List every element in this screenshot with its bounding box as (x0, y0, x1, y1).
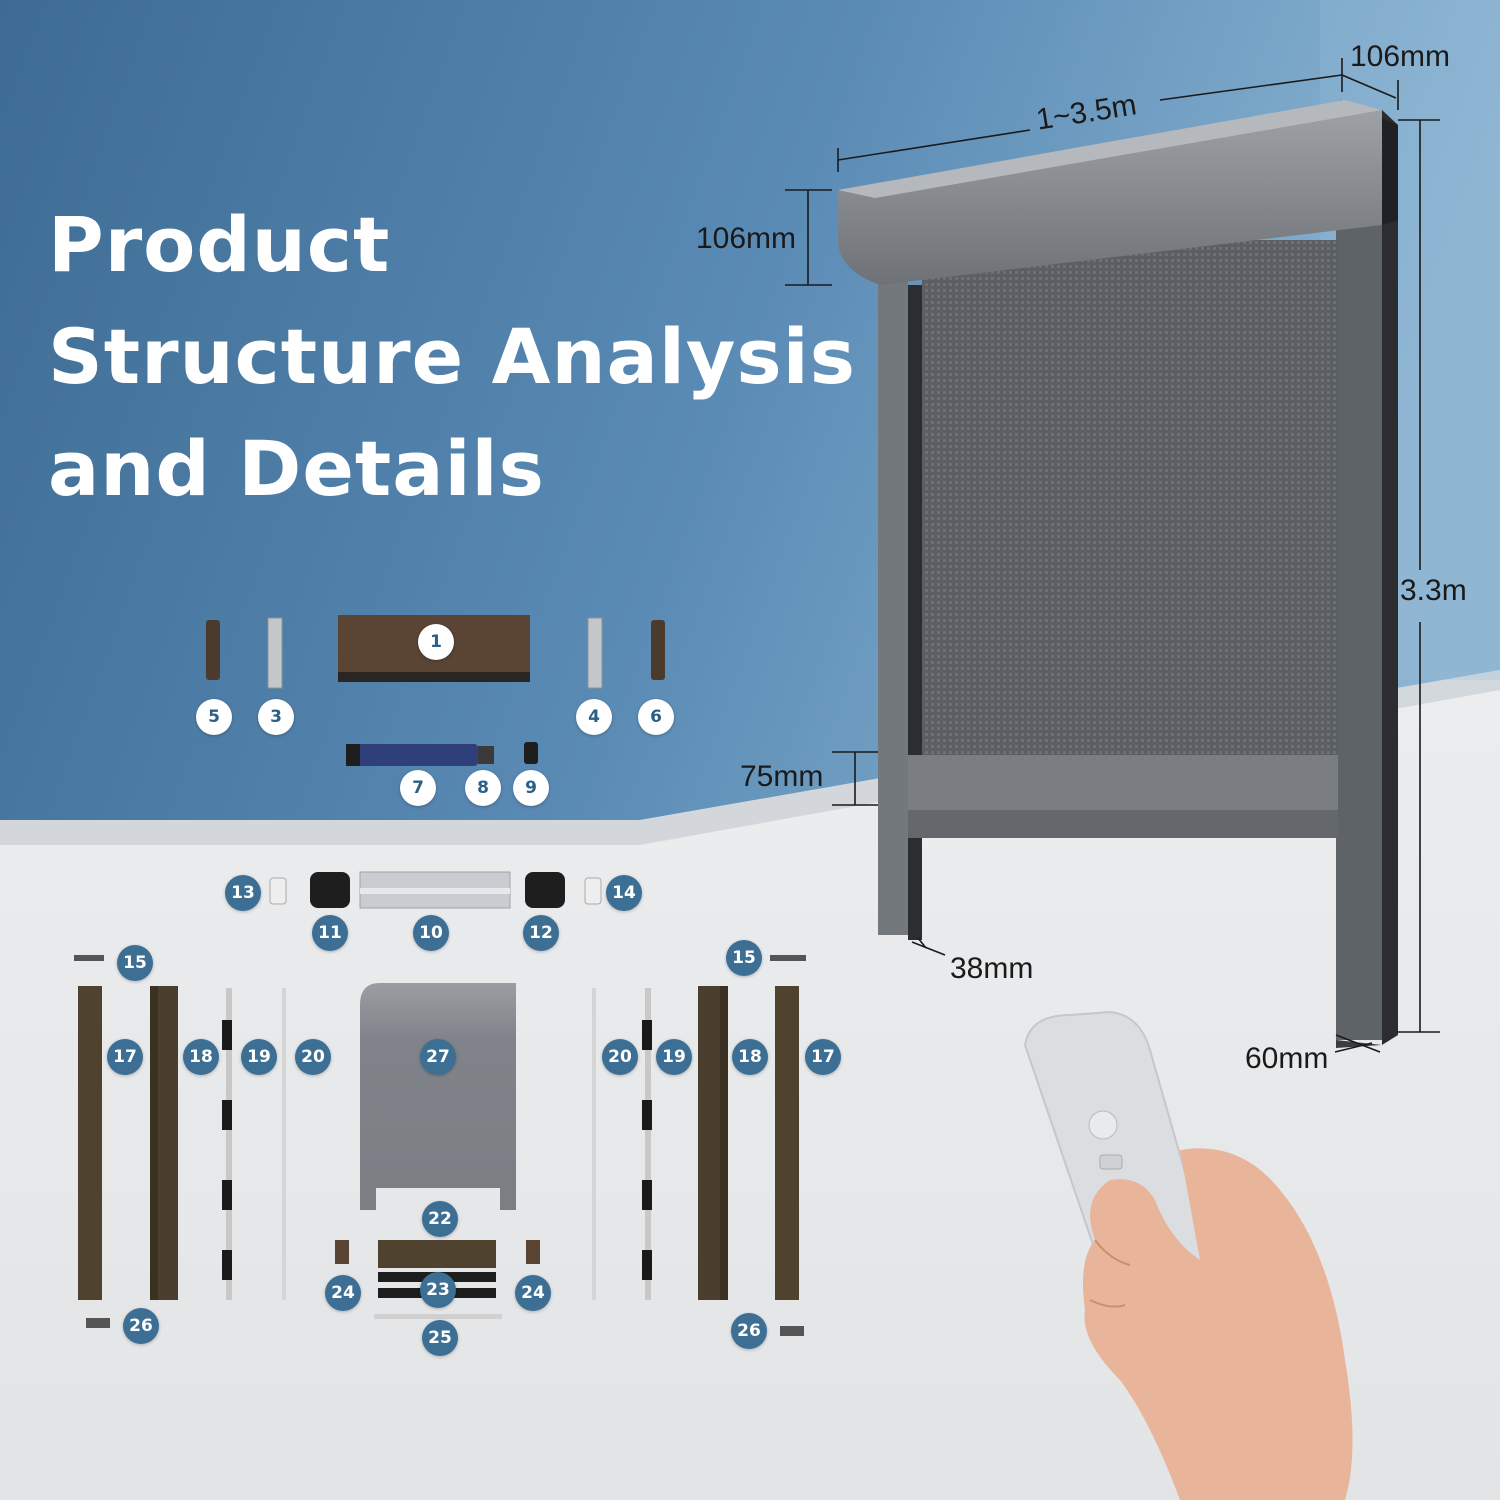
headline-line-2: Structure Analysis (48, 312, 856, 401)
part-badge-26-left: 26 (123, 1308, 159, 1344)
part-badge-4: 4 (576, 699, 612, 735)
part-badge-18-left: 18 (183, 1039, 219, 1075)
headline-line-1: Product (48, 200, 391, 289)
part-badge-24-right: 24 (515, 1275, 551, 1311)
screen-product-drawing (785, 58, 1440, 1053)
part-badge-23: 23 (420, 1272, 456, 1308)
part-badge-5: 5 (196, 699, 232, 735)
parts-rails-group (74, 955, 806, 1336)
dim-bottom-bar: 75mm (740, 760, 824, 793)
part-badge-19-right: 19 (656, 1039, 692, 1075)
parts-tube-group (269, 871, 602, 909)
part-badge-1: 1 (418, 624, 454, 660)
part-badge-11: 11 (312, 915, 348, 951)
headline-line-3: and Details (48, 424, 545, 513)
dim-cassette-height: 106mm (696, 222, 797, 255)
dim-rail-width: 60mm (1245, 1042, 1329, 1075)
part-badge-14: 14 (606, 875, 642, 911)
part-badge-7: 7 (400, 770, 436, 806)
part-badge-15-left: 15 (117, 945, 153, 981)
part-badge-9: 9 (513, 770, 549, 806)
part-badge-8: 8 (465, 770, 501, 806)
part-badge-13: 13 (225, 875, 261, 911)
part-badge-17-right: 17 (805, 1039, 841, 1075)
part-badge-19-left: 19 (241, 1039, 277, 1075)
remote-control-hand-drawing (1023, 1010, 1353, 1500)
part-badge-17-left: 17 (107, 1039, 143, 1075)
part-badge-15-right: 15 (726, 940, 762, 976)
part-badge-24-left: 24 (325, 1275, 361, 1311)
part-badge-10: 10 (413, 915, 449, 951)
part-badge-12: 12 (523, 915, 559, 951)
part-badge-25: 25 (422, 1320, 458, 1356)
part-badge-18-right: 18 (732, 1039, 768, 1075)
parts-cover-group (335, 983, 540, 1319)
part-badge-3: 3 (258, 699, 294, 735)
parts-top-group (206, 615, 665, 766)
part-badge-26-right: 26 (731, 1313, 767, 1349)
part-badge-27: 27 (420, 1039, 456, 1075)
part-badge-6: 6 (638, 699, 674, 735)
part-badge-20-right: 20 (602, 1039, 638, 1075)
dim-top-depth: 106mm (1350, 40, 1451, 73)
part-badge-22: 22 (422, 1201, 458, 1237)
dim-total-height: 3.3m (1400, 574, 1467, 607)
part-badge-20-left: 20 (295, 1039, 331, 1075)
dim-rail-depth: 38mm (950, 952, 1034, 985)
